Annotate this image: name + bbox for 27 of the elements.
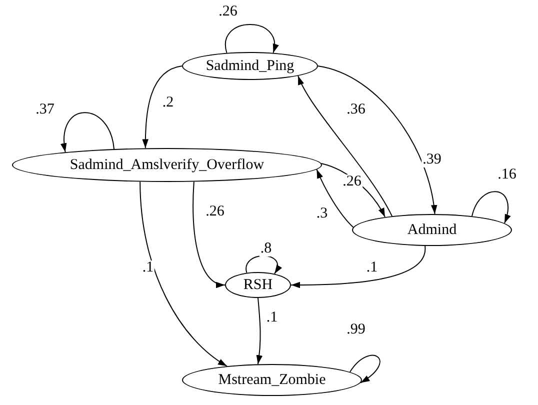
edge-label: .26 [342, 174, 362, 190]
state-ellipse [12, 148, 322, 182]
edge-label: .39 [422, 152, 442, 168]
arrow [61, 112, 114, 153]
state-name: Sadmind_Ping [206, 58, 294, 74]
arrow [142, 66, 182, 149]
arrow [320, 163, 386, 218]
state-name: RSH [243, 276, 273, 294]
edge-label: .8 [259, 242, 273, 256]
arrow [349, 355, 380, 384]
arrow [140, 181, 228, 367]
arrow [256, 298, 262, 365]
state-ellipse [352, 214, 512, 246]
state-ellipse [182, 52, 318, 80]
state-name: Mstream_Zombie [218, 372, 326, 388]
arrow [290, 245, 426, 288]
arrow [224, 24, 278, 54]
arrow [316, 168, 354, 228]
arrow [192, 181, 226, 287]
arrow [298, 75, 392, 217]
state-ellipse [225, 272, 291, 298]
state-name: Sadmind_Amslverify_Overflow [70, 156, 264, 174]
arrow [472, 191, 510, 224]
state-name: Admind [407, 222, 457, 238]
arrow [318, 66, 437, 214]
arrow [246, 255, 282, 274]
state-ellipse [182, 364, 362, 396]
